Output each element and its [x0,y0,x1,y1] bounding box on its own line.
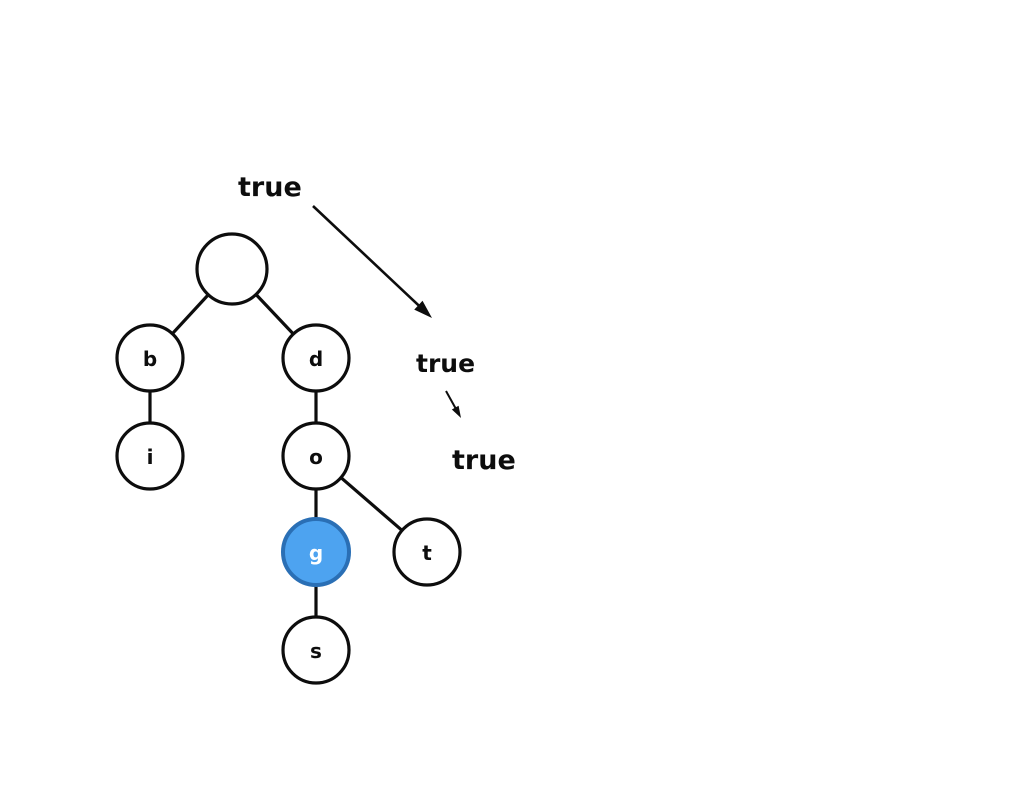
tree-node-s[interactable]: s [281,615,351,685]
annot-1-arrow-head [414,300,432,318]
node-label-s: s [310,639,322,663]
node-label-i: i [147,445,154,469]
tree-node-t[interactable]: t [392,517,462,587]
node-label-g: g [309,541,323,565]
nodes-layer: b d i o g t s [115,232,462,685]
annot-3-label: true [452,445,516,476]
tree-edge-root-d [254,292,296,336]
node-circle-i[interactable] [115,421,185,491]
edges-layer [148,292,404,618]
node-label-o: o [309,445,323,469]
annotations-layer: true true true [238,172,516,476]
tree-edge-root-b [170,292,211,336]
node-label-b: b [143,347,157,371]
annot-2-arrow-shaft [445,390,458,411]
annot-3-group: true [452,445,516,476]
node-circle-root[interactable] [195,232,269,306]
tree-node-o[interactable]: o [281,421,351,491]
tree-node-i[interactable]: i [115,421,185,491]
node-circle-d[interactable] [281,323,351,393]
node-circle-s[interactable] [281,615,351,685]
annot-1-group: true [238,172,432,318]
tree-node-g[interactable]: g [281,517,351,587]
tree-node-b[interactable]: b [115,323,185,393]
tree-edge-o-t [339,475,404,533]
node-circle-t[interactable] [392,517,462,587]
node-label-t: t [422,541,432,565]
annot-1-arrow-shaft [312,205,423,310]
annot-2-group: true [416,349,475,418]
annot-2-label: true [416,349,475,378]
annot-1-label: true [238,172,302,203]
node-circle-g[interactable] [281,517,351,587]
annot-2-arrow-head [451,405,461,418]
tree-node-root[interactable] [195,232,269,306]
node-label-d: d [309,347,323,371]
node-circle-o[interactable] [281,421,351,491]
tree-node-d[interactable]: d [281,323,351,393]
node-circle-b[interactable] [115,323,185,393]
